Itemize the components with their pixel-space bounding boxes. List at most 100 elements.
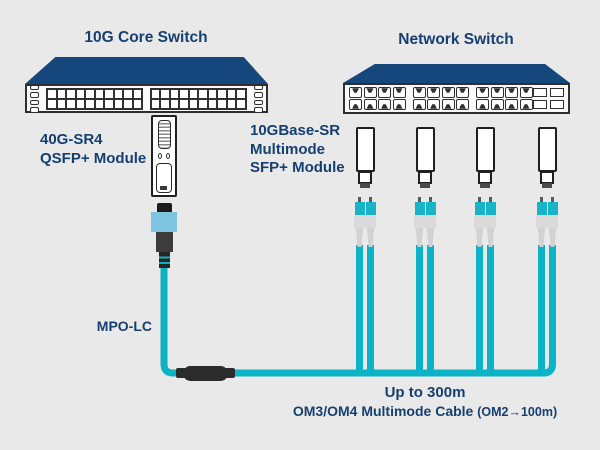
qsfp-label-line1: 40G-SR4 <box>40 131 103 148</box>
switch-port <box>169 98 180 109</box>
lc-connector-latch <box>365 215 376 228</box>
lc-connector-body <box>474 202 485 215</box>
rj45-port <box>519 99 533 110</box>
lc-connector-boot <box>426 228 435 247</box>
cable-type-text: OM3/OM4 Multimode Cable <box>292 403 474 419</box>
rj45-port-group <box>476 87 533 110</box>
rj45-clip <box>522 88 530 93</box>
network-switch-front-panel <box>343 83 570 114</box>
rj45-clip <box>352 88 359 93</box>
rj45-clip <box>444 104 452 109</box>
lc-ferrule <box>358 197 361 202</box>
rj45-port <box>505 99 518 110</box>
rj45-clip <box>430 88 437 93</box>
lc-ferrule <box>540 197 543 202</box>
rack-ear-slot <box>30 84 39 90</box>
switch-port <box>75 88 86 99</box>
lc-ferrule <box>551 197 554 202</box>
mpo-lc-label: MPO-LC <box>96 318 152 334</box>
lc-connector-body <box>414 202 425 215</box>
rj45-port <box>476 99 489 110</box>
switch-port <box>66 88 76 99</box>
switch-port <box>207 88 218 99</box>
rj45-port <box>505 87 518 98</box>
rj45-port <box>392 99 406 110</box>
sfp-module <box>415 127 435 172</box>
switch-port <box>179 88 189 99</box>
rj45-clip <box>395 104 403 109</box>
switch-port <box>85 88 95 99</box>
rj45-clip <box>415 104 423 109</box>
switch-port <box>226 98 237 109</box>
switch-port <box>150 98 161 109</box>
switch-port <box>179 98 189 109</box>
switch-port <box>85 98 95 109</box>
switch-port <box>66 98 76 109</box>
lc-connector-body <box>536 202 547 215</box>
rj45-port <box>412 99 426 110</box>
rj45-port <box>519 87 533 98</box>
lc-connector-boot <box>415 228 424 247</box>
qsfp-label-line2: QSFP+ Module <box>40 150 147 167</box>
rj45-clip <box>381 88 388 93</box>
lc-connector-boot <box>366 228 375 247</box>
sfp-label-line1: 10GBase-SR <box>250 122 341 139</box>
lc-connector-boot <box>475 228 484 247</box>
qsfp-latch-hole <box>158 153 162 159</box>
lc-connector-latch <box>474 215 485 228</box>
lc-connector-body <box>425 202 436 215</box>
rj45-clip <box>415 88 423 93</box>
switch-port <box>226 88 237 99</box>
lc-connector-body <box>485 202 496 215</box>
lc-connector-latch <box>536 215 547 228</box>
switch-port <box>188 98 199 109</box>
fiber-cable-path <box>160 245 556 377</box>
rj45-port <box>378 87 391 98</box>
switch-port <box>94 88 105 99</box>
switch-port <box>160 98 170 109</box>
switch-port <box>113 88 124 99</box>
rj45-clip <box>395 88 403 93</box>
cable-breakout-body <box>183 365 228 381</box>
qsfp-latch-hole <box>166 153 170 159</box>
rj45-clip <box>381 104 388 109</box>
core-switch-top <box>25 57 268 84</box>
mpo-connector-body <box>151 212 177 232</box>
rj45-clip <box>508 104 515 109</box>
network-switch-title: Network Switch <box>398 31 514 48</box>
switch-port <box>150 88 161 99</box>
sfp-slot <box>533 100 547 109</box>
lc-ferrule <box>418 197 421 202</box>
rj45-port <box>349 99 362 110</box>
switch-port <box>132 88 143 99</box>
core-switch-left-ear <box>29 84 40 113</box>
sfp-uplink-slots <box>533 88 564 109</box>
switch-port <box>132 98 143 109</box>
rj45-port <box>490 87 504 98</box>
lc-connector-boot <box>486 228 495 247</box>
lc-ferrule <box>478 197 481 202</box>
core-switch-port-group <box>149 87 247 110</box>
switch-port <box>236 98 246 109</box>
qsfp-pull-tab <box>156 163 172 193</box>
switch-port <box>123 98 133 109</box>
sfp-module <box>475 127 495 172</box>
switch-port <box>160 88 170 99</box>
rj45-clip <box>459 88 466 93</box>
switch-port <box>217 88 227 99</box>
sfp-module <box>355 127 375 172</box>
rack-ear-slot <box>30 107 39 113</box>
switch-port <box>56 88 67 99</box>
cable-note-text: (OM2→100m) <box>477 405 558 419</box>
core-switch-title: 10G Core Switch <box>84 29 208 46</box>
lc-ferrule <box>369 197 372 202</box>
switch-port <box>47 88 57 99</box>
lc-connector-boot <box>537 228 546 247</box>
switch-port <box>113 98 124 109</box>
rack-ear-slot <box>253 99 263 105</box>
rj45-port <box>427 87 440 98</box>
rj45-clip <box>444 88 452 93</box>
sfp-slot <box>550 100 564 109</box>
